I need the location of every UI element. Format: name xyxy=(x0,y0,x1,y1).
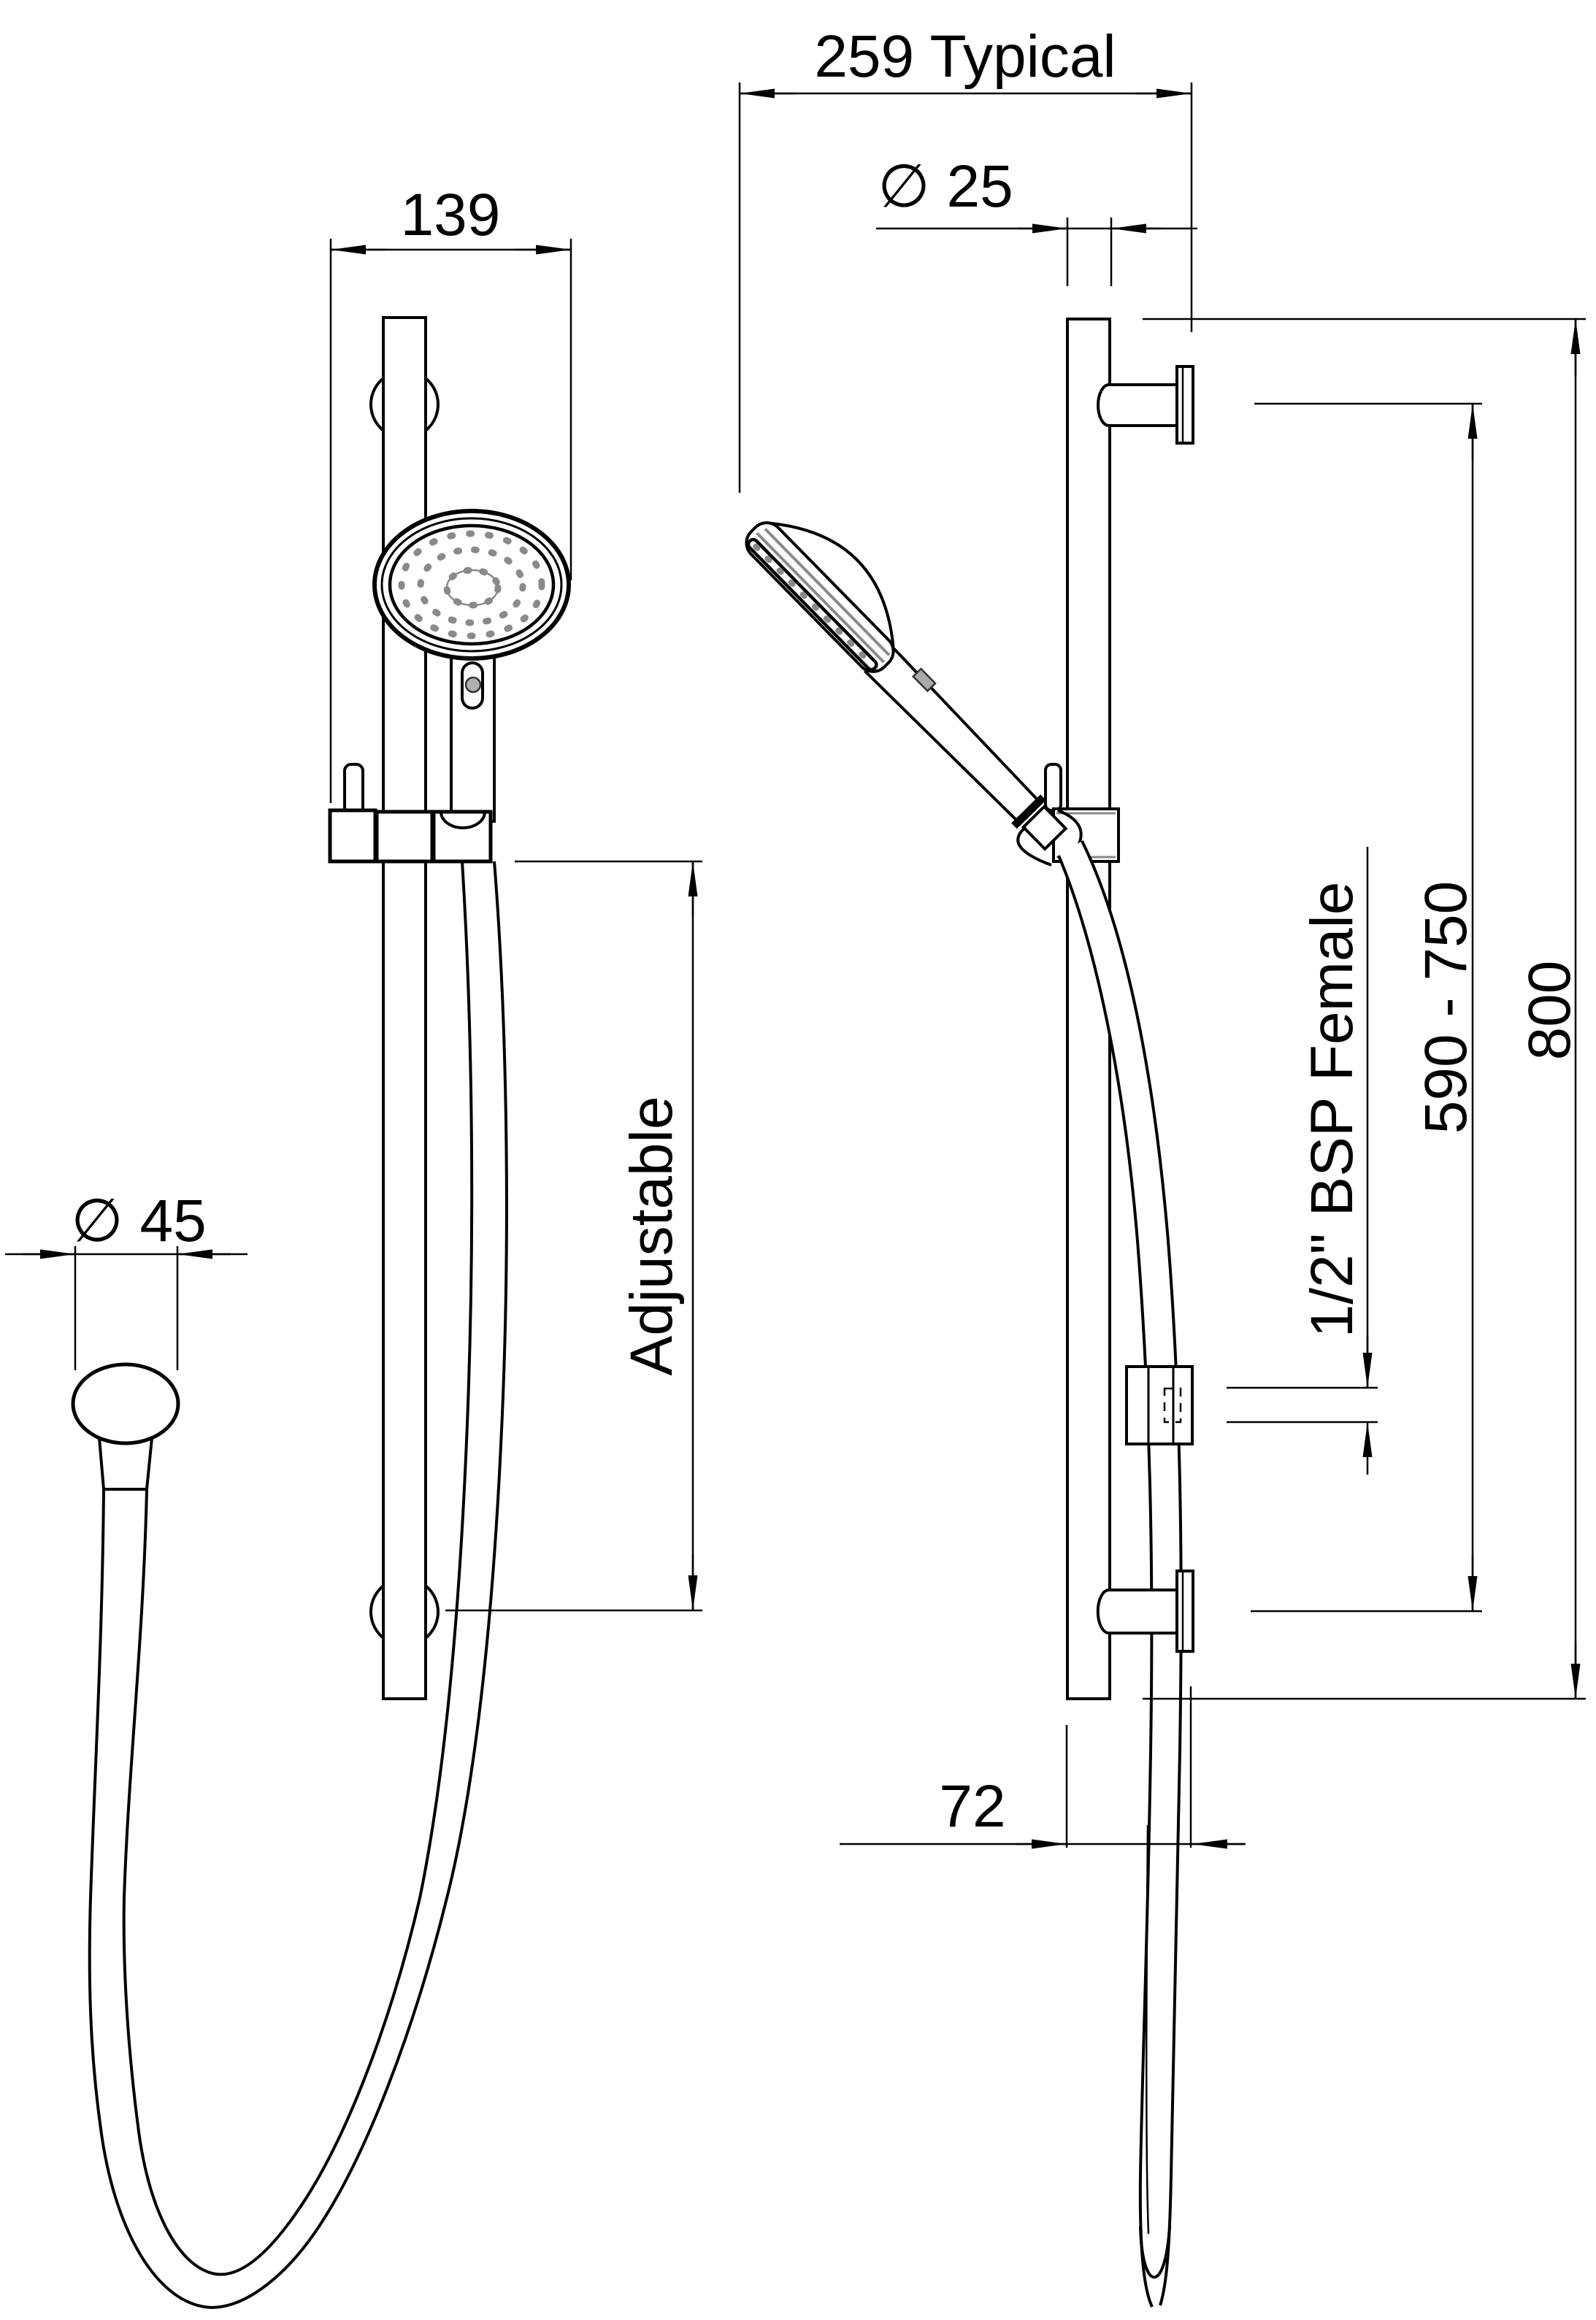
side-handle xyxy=(863,644,1042,824)
swivel-washer-arc-left xyxy=(1016,826,1052,867)
head-middle-rim xyxy=(380,517,563,653)
dim-label-adjustable: Adjustable xyxy=(618,1096,685,1376)
handle-swivel-nut xyxy=(1021,804,1068,851)
dim-label-hose-fitting-diameter: ∅ 45 xyxy=(71,1188,206,1254)
nozzle-band-dots xyxy=(753,543,875,667)
dim-inlet-thread: 1/2" BSP Female xyxy=(1227,847,1378,1475)
outlet-body xyxy=(1125,1365,1194,1445)
holder-notch xyxy=(440,811,486,829)
dimensions: 139 259 Typical ∅ 25 ∅ 45 xyxy=(5,23,1586,1849)
slider-lock-lever xyxy=(343,763,364,815)
handle-end-cap xyxy=(1011,794,1046,829)
dim-rail-length: 800 xyxy=(1143,318,1586,1700)
dim-bracket-width: 139 xyxy=(329,182,572,803)
faceplate-stripe-2 xyxy=(756,531,886,664)
slider-clamp-middle xyxy=(375,810,434,864)
nozzle-ring-inner xyxy=(443,566,502,609)
bottom-mount-stem xyxy=(1096,1589,1177,1635)
front-hose-fitting xyxy=(71,1362,180,1491)
dim-label-bracket-width: 139 xyxy=(401,182,501,248)
dim-rail-to-wall: 72 xyxy=(840,1686,1246,1849)
nozzle-ring-outer xyxy=(398,530,545,639)
dim-label-rail-length: 800 xyxy=(1516,961,1583,1061)
dim-wall-offset: 259 Typical xyxy=(738,23,1193,493)
nozzle-ring-middle xyxy=(417,546,526,626)
side-handle-button xyxy=(911,667,937,693)
head-inner-rim xyxy=(388,523,556,646)
head-outer-rim xyxy=(372,509,571,661)
wall-outlet-elbow xyxy=(1125,1365,1194,1445)
dim-bracket-spacing: 590 - 750 xyxy=(1251,402,1482,1613)
front-hose xyxy=(88,861,508,2309)
side-hose-tip xyxy=(1139,2226,1171,2279)
side-bottom-wall-mount xyxy=(1096,1570,1194,1653)
side-view xyxy=(745,318,1194,2308)
front-shower-head xyxy=(372,509,571,661)
fitting-ball-end xyxy=(71,1362,180,1445)
dim-label-bracket-spacing: 590 - 750 xyxy=(1413,881,1479,1134)
slider-clamp-left xyxy=(328,808,377,864)
dim-label-inlet-thread: 1/2" BSP Female xyxy=(1299,882,1365,1338)
front-view xyxy=(71,316,571,2309)
hose-fill xyxy=(1059,841,1181,2307)
dim-adjustable: Adjustable xyxy=(445,860,702,1612)
head-body-dome xyxy=(772,522,895,648)
dim-label-rail-to-wall: 72 xyxy=(939,1773,1005,1840)
side-top-wall-mount xyxy=(1097,365,1194,445)
dim-label-rail-diameter: ∅ 25 xyxy=(878,153,1013,220)
side-slider-lever xyxy=(1044,763,1062,812)
fitting-cone xyxy=(97,1437,154,1491)
faceplate-stripe-1 xyxy=(764,528,891,656)
outlet-hidden-thread xyxy=(1163,1387,1182,1424)
top-mount-stem xyxy=(1097,383,1177,427)
side-handset xyxy=(745,521,1068,851)
nozzle-band xyxy=(746,537,878,672)
side-hose-left-edge xyxy=(1057,855,1154,2308)
top-mount-flange xyxy=(1175,365,1194,445)
side-hose-inner-line xyxy=(1146,1824,1150,2235)
hose-inner-edge xyxy=(122,861,474,2276)
dim-label-wall-offset: 259 Typical xyxy=(814,23,1116,90)
dim-rail-diameter: ∅ 25 xyxy=(876,153,1197,286)
bottom-mount-flange xyxy=(1175,1570,1194,1653)
handle-button-dot xyxy=(464,676,482,694)
dim-hose-fitting-diameter: ∅ 45 xyxy=(5,1188,248,1370)
side-rail xyxy=(1066,318,1111,1700)
hose-outer-edge xyxy=(88,861,508,2309)
